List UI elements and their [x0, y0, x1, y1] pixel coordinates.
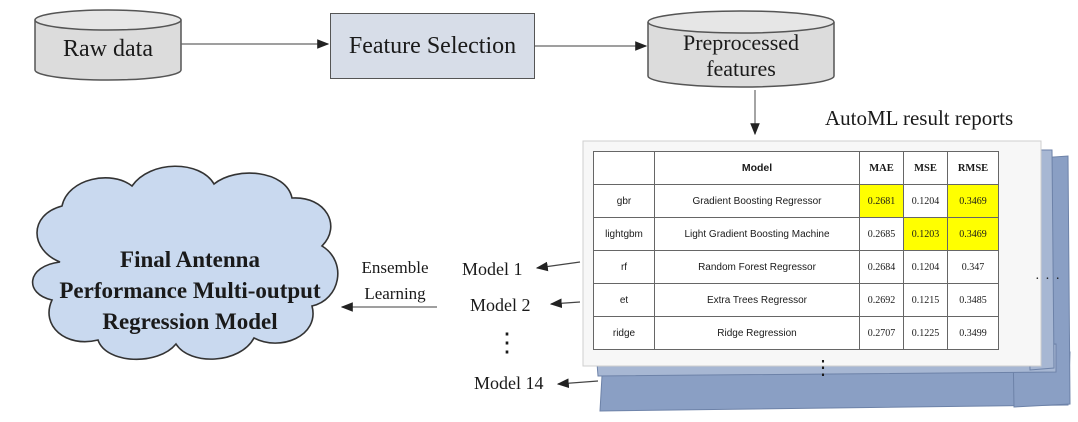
- cell-mae: 0.2684: [859, 250, 904, 284]
- cell-mse: 0.1203: [903, 217, 948, 251]
- final-model-line-3: Regression Model: [102, 309, 278, 334]
- panel-title: AutoML result reports: [825, 106, 1014, 130]
- model-2-label: Model 2: [470, 295, 531, 315]
- table-row: et Extra Trees Regressor 0.2692 0.1215 0…: [593, 283, 999, 317]
- preprocessed-label: Preprocessed features: [682, 30, 800, 81]
- cell-id: ridge: [593, 316, 655, 350]
- header-id: [593, 151, 655, 185]
- cell-id: rf: [593, 250, 655, 284]
- arrow-model-2: [549, 298, 581, 309]
- cell-mse: 0.1204: [903, 250, 948, 284]
- cell-rmse: 0.3499: [947, 316, 999, 350]
- models-ellipsis: ⋮: [494, 328, 520, 357]
- cell-rmse: 0.3485: [947, 283, 999, 317]
- cell-id: et: [593, 283, 655, 317]
- cell-mae: 0.2685: [859, 217, 904, 251]
- cell-mae: 0.2681: [859, 184, 904, 218]
- cell-model: Light Gradient Boosting Machine: [654, 217, 860, 251]
- cell-mae: 0.2707: [859, 316, 904, 350]
- feature-selection-label: Feature Selection: [348, 32, 517, 59]
- header-mae: MAE: [859, 151, 904, 185]
- raw-data-cylinder: [34, 9, 182, 81]
- cell-mse: 0.1204: [903, 184, 948, 218]
- cell-model: Extra Trees Regressor: [654, 283, 860, 317]
- final-model-line-2: Performance Multi-output: [59, 278, 321, 303]
- arrow-model-1: [535, 261, 581, 272]
- final-model-label: Final Antenna Performance Multi-output R…: [40, 244, 340, 337]
- header-mse: MSE: [903, 151, 948, 185]
- cell-id: gbr: [593, 184, 655, 218]
- cell-rmse: 0.3469: [947, 184, 999, 218]
- cell-rmse: 0.347: [947, 250, 999, 284]
- table-header-row: Model MAE MSE RMSE: [593, 151, 999, 185]
- model-1-label: Model 1: [462, 259, 523, 279]
- feature-selection-box: [330, 13, 535, 79]
- table-row: gbr Gradient Boosting Regressor 0.2681 0…: [593, 184, 999, 218]
- table-row: lightgbm Light Gradient Boosting Machine…: [593, 217, 999, 251]
- cell-rmse: 0.3469: [947, 217, 999, 251]
- cell-mae: 0.2692: [859, 283, 904, 317]
- final-model-cloud: [31, 165, 339, 361]
- cell-mse: 0.1225: [903, 316, 948, 350]
- cell-model: Gradient Boosting Regressor: [654, 184, 860, 218]
- arrow-model-14: [556, 378, 599, 388]
- ensemble-line-2: Learning: [364, 284, 426, 303]
- ensemble-line-1: Ensemble: [361, 258, 429, 277]
- header-model: Model: [654, 151, 860, 185]
- cell-mse: 0.1215: [903, 283, 948, 317]
- cell-model: Ridge Regression: [654, 316, 860, 350]
- model-14-label: Model 14: [474, 373, 544, 393]
- cell-id: lightgbm: [593, 217, 655, 251]
- table-v-ellipsis: ⋮: [813, 357, 833, 379]
- cell-model: Random Forest Regressor: [654, 250, 860, 284]
- table-row: ridge Ridge Regression 0.2707 0.1225 0.3…: [593, 316, 999, 350]
- table-row: rf Random Forest Regressor 0.2684 0.1204…: [593, 250, 999, 284]
- final-model-line-1: Final Antenna: [120, 247, 260, 272]
- preprocessed-cylinder: [647, 10, 835, 88]
- results-table: Model MAE MSE RMSE gbr Gradient Boosting…: [593, 151, 999, 350]
- table-h-ellipsis: · · ·: [1035, 272, 1061, 287]
- header-rmse: RMSE: [947, 151, 999, 185]
- ensemble-learning-label: Ensemble Learning: [350, 255, 440, 307]
- raw-data-label: Raw data: [63, 35, 153, 62]
